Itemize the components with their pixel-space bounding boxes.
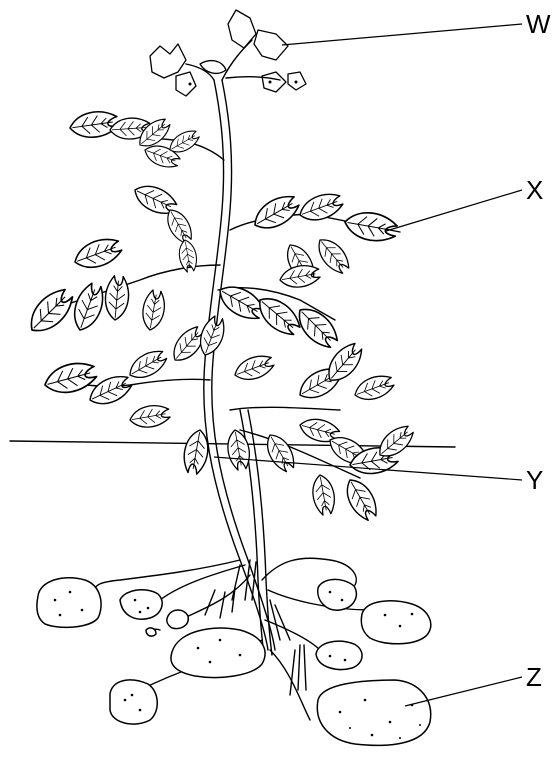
flower-cluster (150, 10, 306, 96)
label-y: Y (526, 465, 543, 495)
label-x: X (526, 175, 543, 205)
label-w: W (526, 9, 551, 39)
label-w-leader (282, 24, 522, 45)
leaves (22, 109, 417, 524)
label-x-leader (386, 190, 522, 231)
tubers (37, 578, 431, 746)
label-z: Z (526, 662, 542, 692)
